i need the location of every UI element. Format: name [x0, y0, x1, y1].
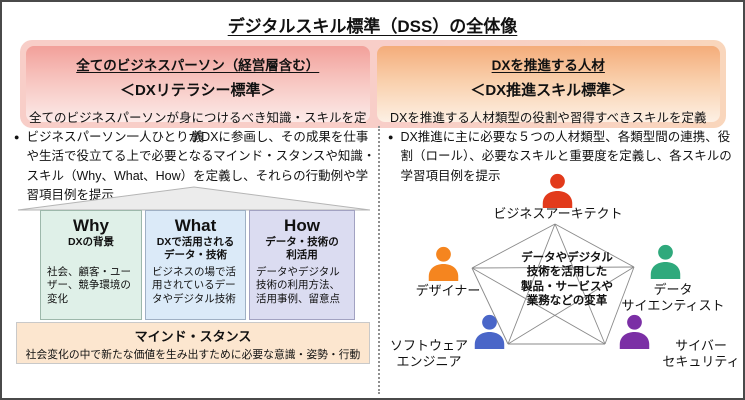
promotion-description: ● DX推進に主に必要な５つの人材類型、各類型間の連携、役割（ロール）、必要なス… — [388, 128, 740, 186]
how-body: データやデジタル技術の利用方法、活用事例、留意点 — [256, 265, 340, 305]
what-title: What — [174, 216, 217, 235]
mind-stance-box: マインド・スタンス 社会変化の中で新たな価値を生み出すために必要な意識・姿勢・行… — [16, 322, 370, 364]
how-title: How — [284, 216, 320, 235]
funnel-triangle — [17, 186, 371, 211]
promotion-audience: DXを推進する人材 — [491, 58, 605, 73]
mind-stance-body: 社会変化の中で新たな価値を生み出すために必要な意識・姿勢・行動 — [25, 349, 361, 361]
bullet-icon: ● — [388, 132, 394, 142]
dx-promotion-standard-box: DXを推進する人材 ＜DX推進スキル標準＞ DXを推進する人材類型の役割や習得す… — [376, 46, 720, 125]
literacy-description: ● ビジネスパーソン一人ひとりがDXに参画し、その成果を仕事や生活で役立てる上で… — [14, 128, 378, 206]
pentagon-center-text: データやデジタル 技術を活用した 製品・サービスや 業務などの変革 — [521, 252, 613, 307]
vertical-dotted-divider — [378, 126, 380, 394]
promotion-definition: DXを推進する人材類型の役割や習得すべきスキルを定義 — [390, 111, 707, 125]
literacy-description-text: ビジネスパーソン一人ひとりがDXに参画し、その成果を仕事や生活で役立てる上で必要… — [26, 130, 376, 203]
role-label-data-scientist: データ サイエンティスト — [621, 282, 725, 314]
literacy-definition: 全てのビジネスパーソンが身につけるべき知識・スキルを定義 — [28, 111, 367, 144]
person-icon-designer — [428, 246, 459, 281]
what-subtitle: DXで活用される データ・技術 — [156, 235, 235, 261]
role-label-cyber-security: サイバー セキュリティ — [662, 338, 740, 370]
role-label-designer: デザイナー — [415, 283, 481, 298]
standards-header: 全てのビジネスパーソン（経営層含む） ＜DXリテラシー標準＞ 全てのビジネスパー… — [20, 40, 726, 144]
literacy-audience: 全てのビジネスパーソン（経営層含む） — [76, 58, 320, 73]
bullet-icon: ● — [14, 132, 20, 142]
what-box: What DXで活用される データ・技術 ビジネスの場で活用されているデータやデ… — [145, 210, 246, 320]
why-subtitle: DXの背景 — [67, 235, 115, 248]
person-icon-business-architect — [542, 173, 573, 208]
why-box: Why DXの背景 社会、顧客・ユーザー、競争環境の変化 — [40, 210, 142, 320]
mind-stance-title: マインド・スタンス — [134, 329, 252, 344]
dx-literacy-standard-box: 全てのビジネスパーソン（経営層含む） ＜DXリテラシー標準＞ 全てのビジネスパー… — [26, 46, 370, 144]
literacy-standard-name: ＜DXリテラシー標準＞ — [119, 82, 276, 99]
person-icon-data-scientist — [650, 244, 681, 279]
what-body: ビジネスの場で活用されているデータやデジタル技術 — [152, 265, 236, 305]
person-icon-cyber-security — [619, 314, 650, 349]
promotion-standard-name: ＜DX推進スキル標準＞ — [470, 82, 627, 99]
how-box: How データ・技術の 利活用 データやデジタル技術の利用方法、活用事例、留意点 — [249, 210, 355, 320]
why-title: Why — [73, 216, 109, 235]
promotion-description-text: DX推進に主に必要な５つの人材類型、各類型間の連携、役割（ロール）、必要なスキル… — [400, 130, 732, 183]
person-icon-software-engineer — [474, 314, 505, 349]
role-label-software-engineer: ソフトウェア エンジニア — [389, 338, 468, 370]
why-body: 社会、顧客・ユーザー、競争環境の変化 — [47, 265, 131, 305]
how-subtitle: データ・技術の 利活用 — [265, 235, 339, 261]
pentagon-network — [471, 223, 635, 345]
page-title: デジタルスキル標準（DSS）の全体像 — [227, 17, 518, 36]
role-label-business-architect: ビジネスアーキテクト — [493, 206, 623, 221]
